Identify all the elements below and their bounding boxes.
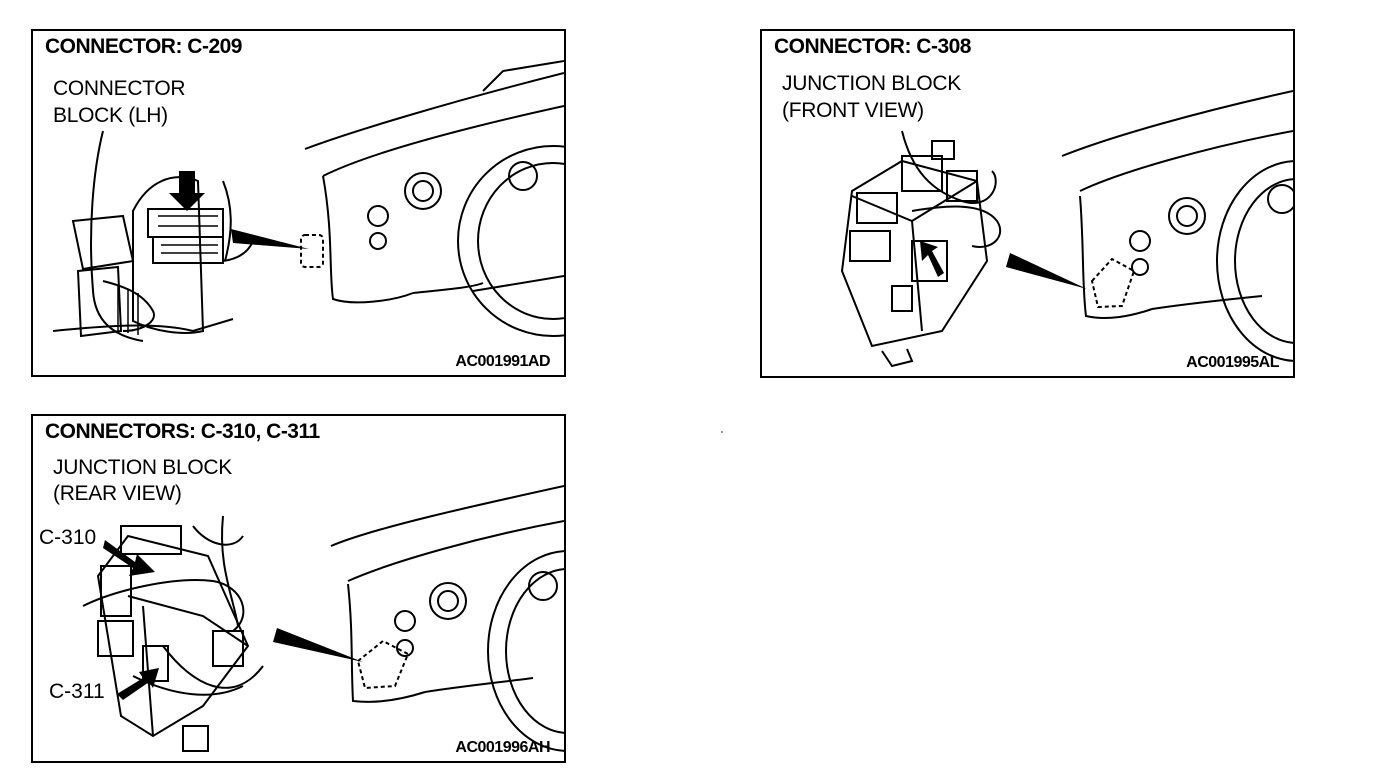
callout-c310: C-310 — [39, 526, 97, 549]
panel-subtitle-line2: BLOCK (LH) — [53, 104, 168, 127]
leader-wedge — [231, 229, 309, 249]
pointer-arrow-c311 — [117, 668, 159, 700]
pointer-arrow — [920, 241, 944, 277]
panel-subtitle-line2: (REAR VIEW) — [53, 482, 182, 505]
panel-title: CONNECTOR: C-209 — [45, 35, 242, 58]
pointer-arrow-c310 — [103, 540, 155, 576]
panel-c209: CONNECTOR: C-209 CONNECTOR BLOCK (LH) AC… — [31, 29, 566, 377]
panel-title: CONNECTOR: C-308 — [774, 35, 971, 58]
panel-title: CONNECTORS: C-310, C-311 — [45, 420, 320, 443]
panel-c308: CONNECTOR: C-308 JUNCTION BLOCK (FRONT V… — [760, 29, 1295, 378]
junction-block-front-illustration — [840, 90, 1293, 368]
panel-subtitle-line1: JUNCTION BLOCK — [782, 72, 961, 95]
leader-wedge — [1006, 253, 1087, 289]
panel-subtitle-line1: CONNECTOR — [53, 77, 186, 100]
leader-wedge — [273, 628, 363, 662]
pointer-arrow — [169, 171, 205, 211]
figure-code: AC001996AH — [455, 739, 550, 756]
panel-subtitle-line2: (FRONT VIEW) — [782, 99, 924, 122]
callout-c311: C-311 — [49, 680, 105, 703]
junction-block-rear-illustration — [82, 485, 564, 752]
stray-dot — [721, 431, 723, 433]
figure-code: AC001991AD — [455, 353, 550, 370]
connector-block-illustration — [52, 60, 564, 342]
figure-code: AC001995AL — [1186, 354, 1279, 371]
panel-subtitle-line1: JUNCTION BLOCK — [53, 456, 232, 479]
panel-c310-c311: CONNECTORS: C-310, C-311 JUNCTION BLOCK … — [31, 414, 566, 763]
